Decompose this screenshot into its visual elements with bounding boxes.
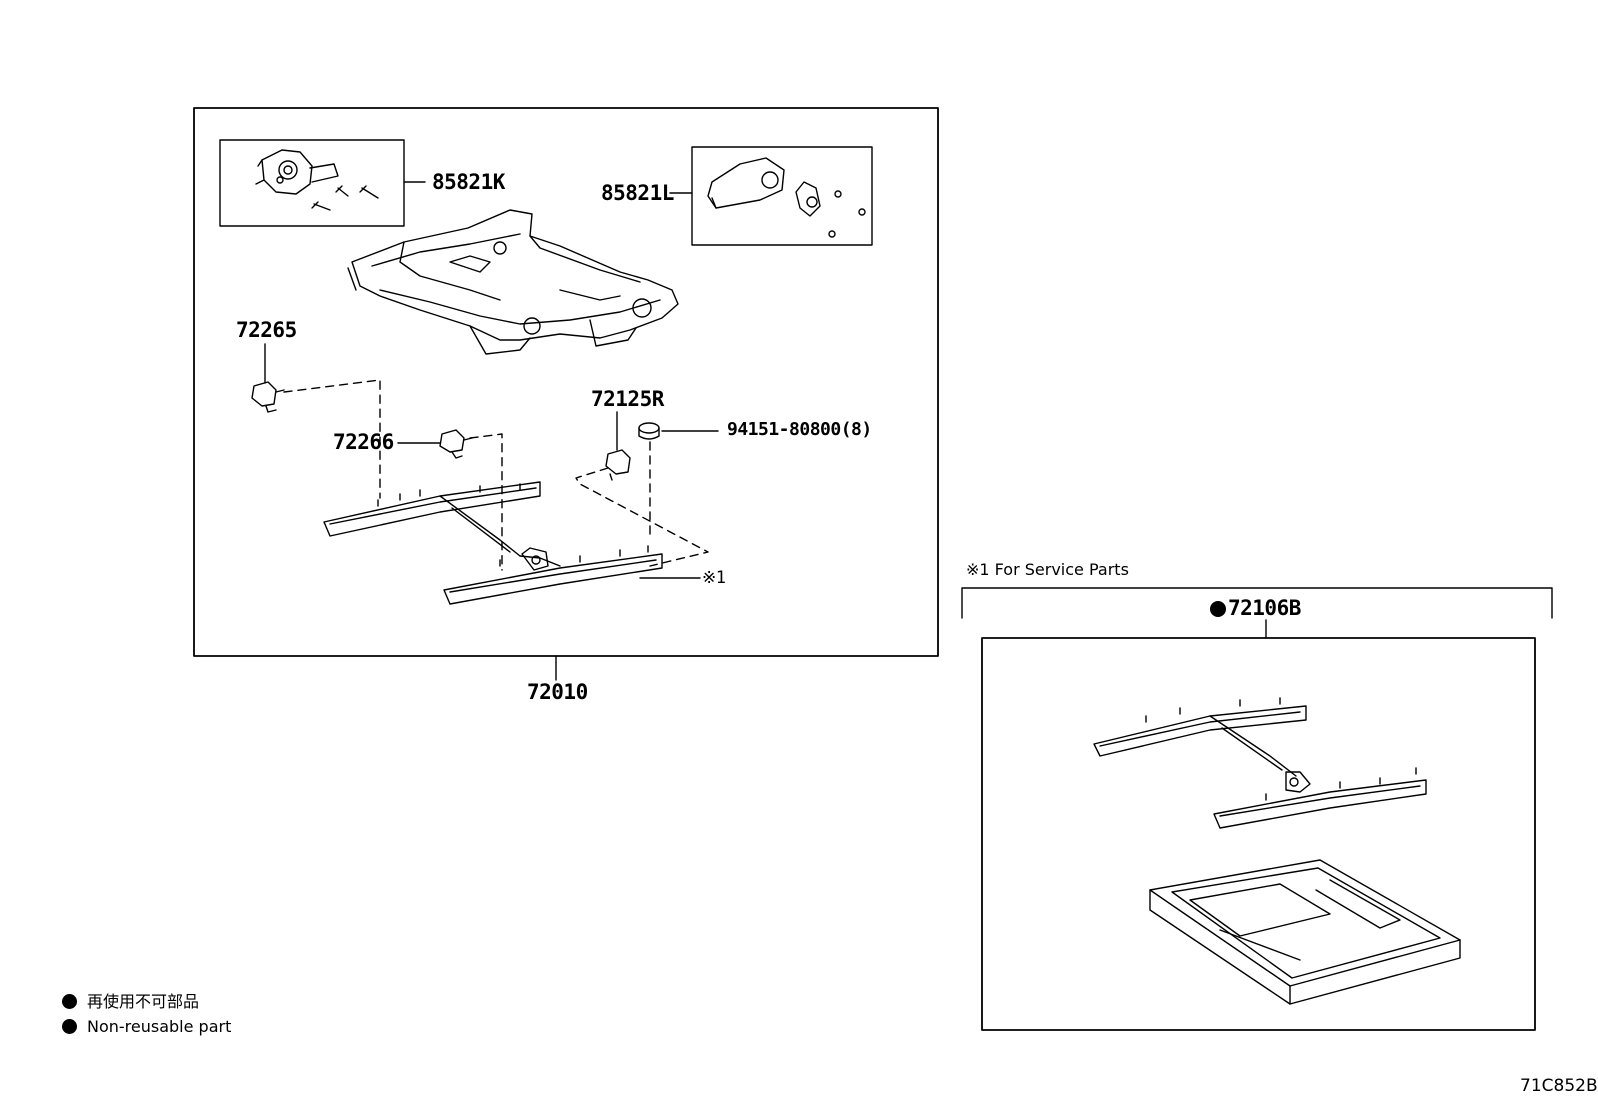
service-bracket [961, 587, 1553, 619]
figure-code: 71C852B [1520, 1076, 1598, 1096]
bullet-dot-icon [62, 994, 77, 1009]
label-85821l: 85821L [601, 181, 674, 205]
assembly-frame [193, 107, 939, 657]
packaging-tray-icon [1149, 859, 1461, 1005]
bullet-dot-icon [62, 1019, 77, 1034]
part-72265-icon [251, 381, 285, 413]
label-72106b-row: 72106B [1210, 598, 1301, 619]
label-94151-80800: 94151-80800(8) [727, 419, 872, 440]
legend-en: Non-reusable part [62, 1019, 231, 1035]
motor-k-icon [255, 149, 379, 211]
label-72265: 72265 [236, 318, 297, 342]
service-parts-note: ※1 For Service Parts [966, 560, 1129, 579]
motor-k-frame [219, 139, 405, 227]
legend-en-text: Non-reusable part [87, 1017, 232, 1036]
label-note-ref: ※1 [702, 568, 726, 588]
label-72106b: 72106B [1228, 596, 1301, 620]
seat-frame-icon [347, 209, 679, 355]
part-72266-icon [439, 429, 473, 459]
nut-icon [638, 422, 660, 440]
legend-jp-text: 再使用不可部品 [87, 992, 200, 1011]
label-85821k: 85821K [432, 170, 505, 194]
service-part-frame [981, 637, 1536, 1031]
label-72125r: 72125R [591, 387, 664, 411]
label-72010: 72010 [527, 680, 588, 704]
motor-l-frame [691, 146, 873, 246]
motor-l-icon [707, 157, 866, 238]
seat-rails-icon [323, 481, 663, 605]
part-72125r-icon [605, 449, 631, 481]
non-reusable-dot-icon [1210, 601, 1226, 617]
legend-jp: 再使用不可部品 [62, 994, 199, 1010]
label-72266: 72266 [333, 430, 394, 454]
service-rails-icon [1093, 697, 1427, 829]
